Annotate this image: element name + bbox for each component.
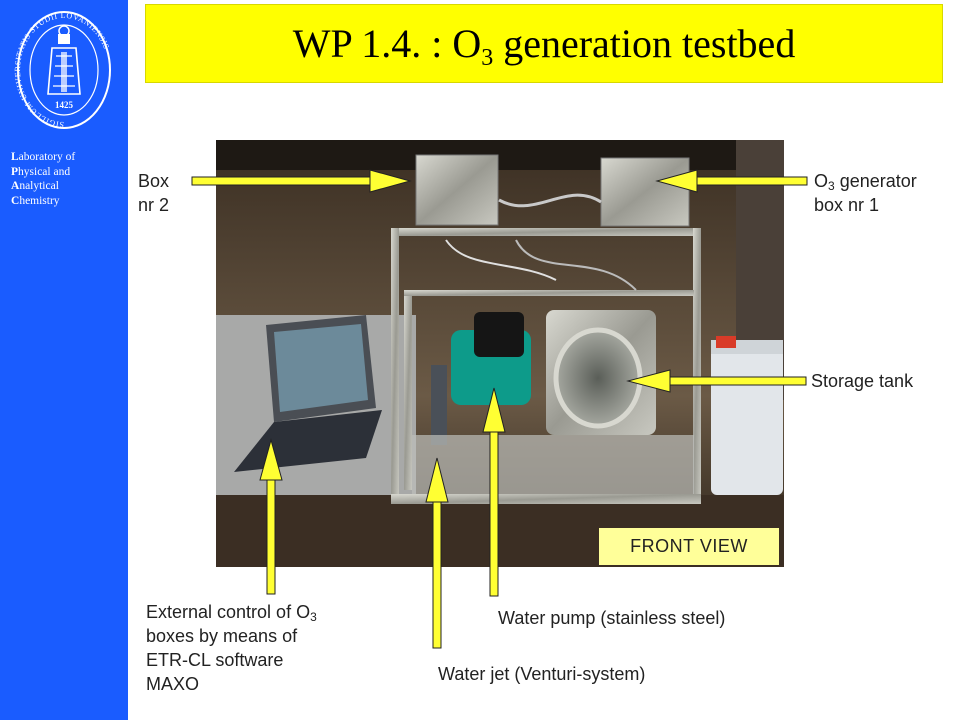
label-o3-generator-box1: O3 generator box nr 1 — [814, 171, 917, 215]
sidebar: SIGILLUM UNIVERSITATIS STUDII LOVANIENSI… — [0, 0, 128, 720]
label-water-jet: Water jet (Venturi-system) — [438, 664, 646, 684]
lab-line: Chemistry — [11, 194, 60, 207]
label-external-control: External control of O3 boxes by means of… — [146, 602, 317, 694]
label-storage-tank: Storage tank — [811, 371, 914, 391]
testbed-photo — [216, 140, 784, 567]
front-view-badge: FRONT VIEW — [599, 528, 779, 565]
label-water-pump: Water pump (stainless steel) — [498, 608, 726, 628]
lab-line: Physical and — [11, 165, 71, 178]
label-box2: Box nr 2 — [138, 171, 170, 215]
lab-name: Laboratory of Physical and Analytical Ch… — [11, 150, 123, 208]
title-banner: WP 1.4. : O3 generation testbed — [145, 4, 943, 83]
lab-line: Laboratory of — [11, 151, 76, 163]
seal-year: 1425 — [55, 100, 74, 110]
lab-line: Analytical — [11, 180, 59, 192]
university-seal-icon: SIGILLUM UNIVERSITATIS STUDII LOVANIENSI… — [14, 11, 111, 129]
page-title: WP 1.4. : O3 generation testbed — [292, 21, 796, 71]
